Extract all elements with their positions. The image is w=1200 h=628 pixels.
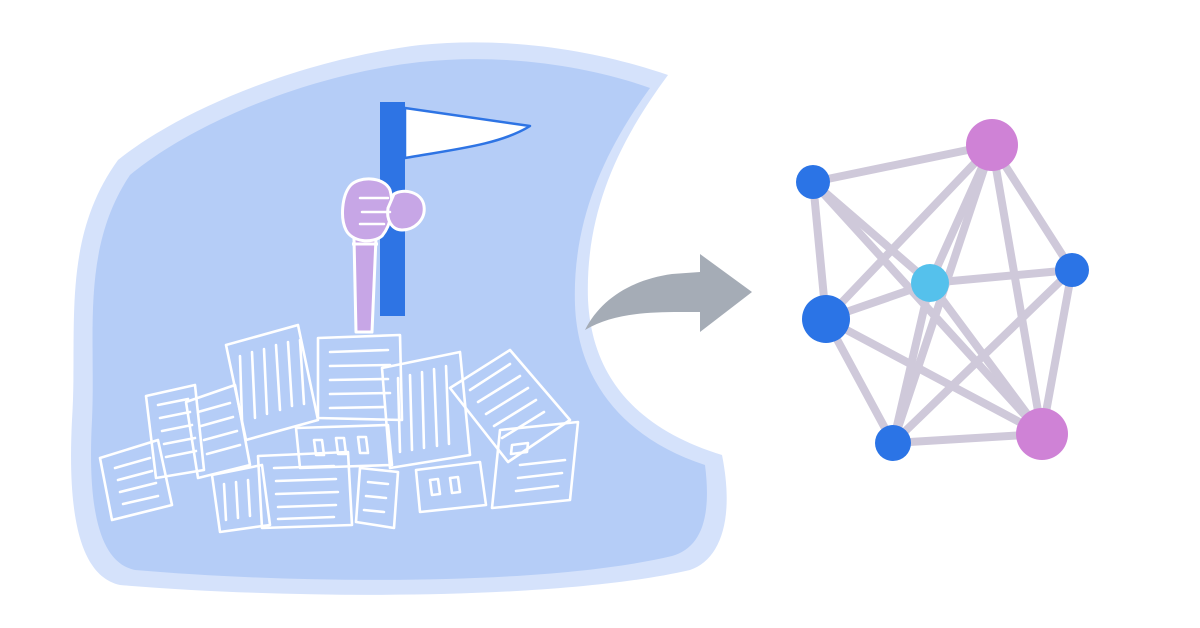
paper: [144, 383, 206, 480]
scattered-documents-icon: [98, 323, 580, 534]
blob-body: [91, 59, 707, 580]
arrow-body: [585, 254, 752, 332]
paper: [448, 348, 572, 464]
hand-fist-left: [341, 177, 394, 243]
graph-edge: [889, 266, 1076, 447]
paper: [316, 333, 404, 422]
knowledge-graph-icon: [796, 119, 1089, 461]
graph-edge: [889, 279, 934, 447]
arm: [352, 236, 378, 334]
hand-fist-right: [386, 189, 426, 232]
graph-node: [875, 425, 911, 461]
paper: [224, 323, 320, 442]
graph-node: [911, 264, 949, 302]
paper: [256, 450, 354, 530]
graph-nodes: [796, 119, 1089, 461]
graph-edge: [822, 315, 1046, 438]
graph-edge: [926, 266, 1076, 287]
graph-node: [1016, 408, 1068, 460]
paper: [414, 460, 488, 514]
paper: [490, 420, 580, 510]
paper: [354, 466, 400, 530]
paper: [380, 350, 472, 470]
graph-node: [1055, 253, 1089, 287]
hand-holding-flag-icon: [341, 177, 426, 334]
graph-edge: [988, 141, 1046, 438]
graph-node: [966, 119, 1018, 171]
hand-fingers: [358, 196, 392, 226]
paper: [210, 463, 272, 534]
flag-cloth: [403, 106, 532, 160]
graph-edge: [822, 141, 996, 323]
graph-edge: [1038, 266, 1076, 438]
graph-edge: [809, 141, 996, 186]
graph-node: [802, 295, 850, 343]
curved-right-arrow-icon: [585, 254, 752, 332]
paper: [184, 383, 252, 480]
paper-pile-blob-icon: [71, 42, 727, 595]
paper: [98, 438, 174, 522]
graph-node: [796, 165, 830, 199]
